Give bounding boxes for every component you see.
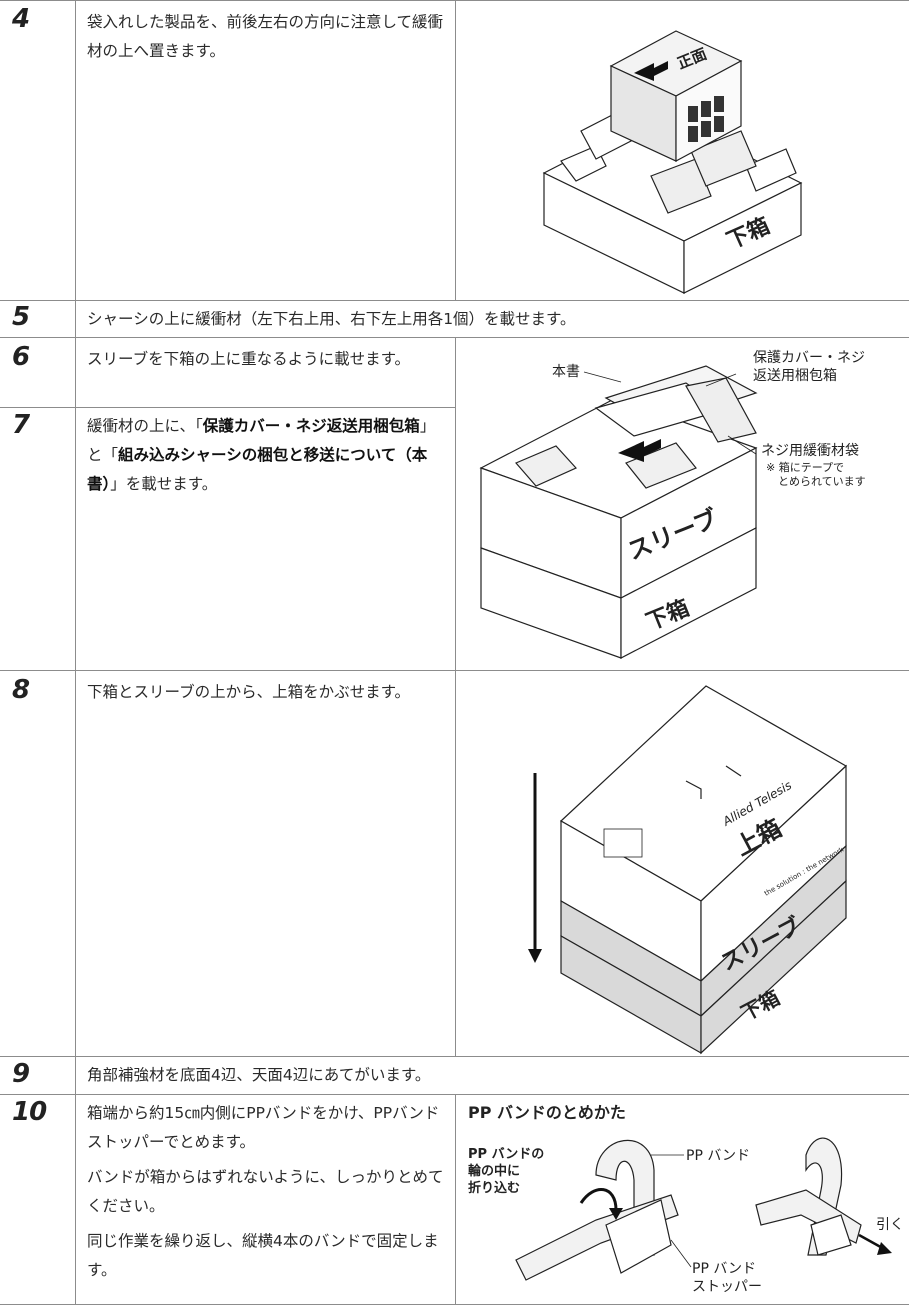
pp-band-title: PP バンドのとめかた xyxy=(468,1103,626,1122)
tape-note-2: とめられています xyxy=(778,475,866,488)
fold-label-2: 輪の中に xyxy=(468,1163,520,1179)
step-8-text: 下箱とスリーブの上から、上箱をかぶせます。 xyxy=(87,683,411,701)
step-number-4: 4 xyxy=(12,4,30,34)
step-4-text: 袋入れした製品を、前後左右の方向に注意して緩衝材の上へ置きます。 xyxy=(87,13,444,60)
stopper-label-2: ストッパー xyxy=(692,1279,762,1295)
figure-upper-box: Allied Telesis the solution : the networ… xyxy=(528,685,848,1055)
fold-label-1: PP バンドの xyxy=(468,1147,544,1162)
step-number-5: 5 xyxy=(12,302,30,332)
manual-label: 本書 xyxy=(552,364,580,380)
pull-label: 引く xyxy=(876,1217,904,1233)
step-number-6: 6 xyxy=(12,342,30,372)
figure-chassis-on-cushion: 正面 下箱 xyxy=(542,30,803,294)
cover-box-name: 保護カバー・ネジ返送用梱包箱 xyxy=(202,417,420,435)
step-number-7: 7 xyxy=(12,410,30,440)
step-9-text: 角部補強材を底面4辺、天面4辺にあてがいます。 xyxy=(87,1066,431,1084)
step-10-para-3: 同じ作業を繰り返し、縦横4本のバンドで固定します。 xyxy=(87,1232,439,1279)
step-5-text: シャーシの上に緩衝材（左下右上用、右下左上用各1個）を載せます。 xyxy=(87,310,576,328)
figure-sleeve-with-contents: 本書 保護カバー・ネジ 返送用梱包箱 ネジ用緩衝材袋 ※ 箱にテープで とめられ… xyxy=(479,350,866,659)
tape-note-1: ※ 箱にテープで xyxy=(766,460,844,474)
fold-label-3: 折り込む xyxy=(468,1180,520,1196)
step-10-para-1: 箱端から約15㎝内側にPPバンドをかけ、PPバンドストッパーでとめます。 xyxy=(87,1104,440,1151)
step-number-8: 8 xyxy=(12,675,30,705)
screw-bag-label: ネジ用緩衝材袋 xyxy=(761,443,859,459)
stopper-label-1: PP バンド xyxy=(692,1261,756,1277)
band-label: PP バンド xyxy=(686,1148,750,1164)
step-10-text: 箱端から約15㎝内側にPPバンドをかけ、PPバンドストッパーでとめます。 バンド… xyxy=(87,1099,447,1291)
step-number-10: 10 xyxy=(12,1097,47,1127)
step-7-text: 緩衝材の上に、「保護カバー・ネジ返送用梱包箱」と「組み込みシャーシの梱包と移送に… xyxy=(87,417,436,493)
step-10-para-2: バンドが箱からはずれないように、しっかりとめてください。 xyxy=(87,1168,444,1215)
step-number-9: 9 xyxy=(12,1059,30,1089)
manual-name: 組み込みシャーシの梱包と移送について（本書） xyxy=(87,446,428,493)
cover-box-label-1: 保護カバー・ネジ xyxy=(753,350,865,366)
figure-pp-band: PP バンドのとめかた PP バンドの 輪の中に 折り込む PP バンド PP … xyxy=(468,1103,904,1295)
cover-box-label-2: 返送用梱包箱 xyxy=(753,368,837,384)
curved-arrow-icon xyxy=(579,1187,618,1211)
step-6-text: スリーブを下箱の上に重なるように載せます。 xyxy=(87,350,411,368)
